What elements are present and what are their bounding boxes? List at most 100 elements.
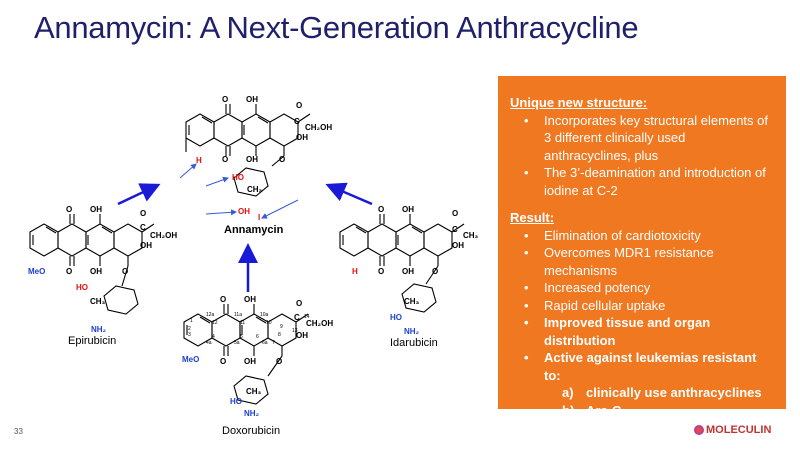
list-item: Active against leukemias resistant to: bbox=[510, 349, 774, 384]
page-number: 33 bbox=[14, 427, 23, 436]
doxorubicin-structure bbox=[183, 303, 309, 405]
svg-text:O: O bbox=[220, 357, 226, 366]
svg-text:OH: OH bbox=[238, 207, 250, 216]
svg-text:C: C bbox=[452, 225, 458, 234]
svg-text:C: C bbox=[294, 117, 300, 126]
svg-text:OH: OH bbox=[140, 241, 152, 250]
list-item: Rapid cellular uptake bbox=[510, 297, 774, 315]
svg-text:12: 12 bbox=[212, 320, 218, 326]
list-item: Overcomes MDR1 resistance mechanisms bbox=[510, 244, 774, 279]
svg-text:MeO: MeO bbox=[28, 267, 45, 276]
logo-icon bbox=[694, 425, 704, 436]
svg-text:13: 13 bbox=[292, 328, 298, 334]
svg-text:NH₂: NH₂ bbox=[244, 409, 260, 418]
result-heading: Result: bbox=[510, 210, 555, 225]
svg-text:CH₃: CH₃ bbox=[246, 387, 262, 396]
structure-heading: Unique new structure: bbox=[510, 95, 648, 110]
sub-list-item: b)Ara-C bbox=[562, 402, 622, 418]
list-item: Increased potency bbox=[510, 279, 774, 297]
svg-text:O: O bbox=[432, 267, 438, 276]
svg-text:O: O bbox=[296, 101, 302, 110]
epirubicin-label: Epirubicin bbox=[68, 335, 116, 347]
annamycin-structure bbox=[185, 103, 311, 197]
svg-text:11: 11 bbox=[240, 320, 245, 326]
svg-text:C: C bbox=[294, 313, 300, 322]
svg-text:C: C bbox=[140, 223, 146, 232]
svg-text:1: 1 bbox=[190, 318, 193, 324]
structure-list: Incorporates key structural elements of … bbox=[510, 112, 774, 200]
svg-text:12a: 12a bbox=[206, 312, 215, 318]
svg-text:HO: HO bbox=[232, 173, 244, 182]
svg-text:9: 9 bbox=[280, 324, 283, 330]
svg-text:CH₃: CH₃ bbox=[247, 185, 263, 194]
svg-text:NH₂: NH₂ bbox=[91, 325, 107, 334]
svg-text:OH: OH bbox=[244, 357, 256, 366]
idarubicin-label: Idarubicin bbox=[390, 337, 438, 349]
svg-text:O: O bbox=[279, 155, 285, 164]
idarubicin-structure bbox=[339, 213, 465, 313]
svg-text:5: 5 bbox=[240, 334, 243, 340]
annamycin-label: Annamycin bbox=[224, 224, 284, 236]
list-item: Incorporates key structural elements of … bbox=[510, 112, 774, 165]
svg-text:CH₂OH: CH₂OH bbox=[150, 231, 177, 240]
list-item: Elimination of cardiotoxicity bbox=[510, 227, 774, 245]
svg-text:2: 2 bbox=[188, 326, 191, 332]
svg-text:8: 8 bbox=[278, 332, 281, 338]
resistance-sublist: a)clinically use anthracyclines b)Ara-C … bbox=[510, 384, 774, 437]
svg-text:O: O bbox=[220, 295, 226, 304]
epirubicin-structure bbox=[29, 213, 155, 315]
svg-text:MeO: MeO bbox=[182, 355, 199, 364]
svg-text:OH: OH bbox=[296, 133, 308, 142]
svg-text:CH₂OH: CH₂OH bbox=[305, 123, 332, 132]
list-item: Improved tissue and organ distribution bbox=[510, 314, 774, 349]
info-box: Unique new structure: Incorporates key s… bbox=[498, 76, 786, 435]
doxorubicin-numbering: 12a 12 11a 11 10a 10 14 13 9 8 7 6a 6 5a… bbox=[188, 312, 310, 346]
svg-text:14: 14 bbox=[304, 314, 310, 320]
svg-text:7: 7 bbox=[272, 340, 275, 346]
svg-text:4a: 4a bbox=[206, 340, 212, 346]
svg-text:OH: OH bbox=[452, 241, 464, 250]
svg-text:HO: HO bbox=[76, 283, 88, 292]
svg-text:O: O bbox=[122, 267, 128, 276]
svg-text:NH₂: NH₂ bbox=[404, 327, 420, 336]
svg-text:O: O bbox=[378, 267, 384, 276]
svg-text:OH: OH bbox=[90, 267, 102, 276]
svg-text:OH: OH bbox=[246, 95, 258, 104]
svg-text:CH₂OH: CH₂OH bbox=[306, 319, 333, 328]
svg-text:O: O bbox=[276, 357, 282, 366]
svg-text:O: O bbox=[222, 155, 228, 164]
svg-text:4: 4 bbox=[212, 334, 215, 340]
svg-text:O: O bbox=[378, 205, 384, 214]
svg-text:OH: OH bbox=[296, 331, 308, 340]
svg-text:6: 6 bbox=[256, 334, 259, 340]
svg-text:CH₃: CH₃ bbox=[463, 231, 479, 240]
svg-text:3: 3 bbox=[188, 332, 191, 338]
svg-text:OH: OH bbox=[402, 267, 414, 276]
svg-text:O: O bbox=[140, 209, 146, 218]
svg-text:HO: HO bbox=[390, 313, 402, 322]
svg-text:10a: 10a bbox=[260, 312, 269, 318]
svg-text:O: O bbox=[222, 95, 228, 104]
svg-text:O: O bbox=[296, 299, 302, 308]
svg-text:H: H bbox=[352, 267, 358, 276]
slide-title: Annamycin: A Next-Generation Anthracycli… bbox=[34, 10, 639, 45]
svg-text:H: H bbox=[196, 156, 202, 165]
svg-text:O: O bbox=[66, 205, 72, 214]
svg-text:OH: OH bbox=[246, 155, 258, 164]
svg-text:CH₃: CH₃ bbox=[90, 297, 106, 306]
doxorubicin-label: Doxorubicin bbox=[222, 425, 280, 437]
svg-text:OH: OH bbox=[402, 205, 414, 214]
svg-text:HO: HO bbox=[230, 397, 242, 406]
svg-text:O: O bbox=[452, 209, 458, 218]
svg-text:OH: OH bbox=[244, 295, 256, 304]
svg-text:I: I bbox=[258, 213, 260, 222]
sub-list-item: a)clinically use anthracyclines bbox=[562, 385, 762, 400]
svg-text:6a: 6a bbox=[262, 340, 268, 346]
moleculin-logo: MOLECULIN bbox=[694, 424, 771, 436]
svg-text:OH: OH bbox=[90, 205, 102, 214]
svg-text:O: O bbox=[66, 267, 72, 276]
svg-text:11a: 11a bbox=[234, 312, 242, 318]
result-list: Elimination of cardiotoxicity Overcomes … bbox=[510, 227, 774, 385]
sub-list-item: c)Venetoclax bbox=[562, 420, 654, 435]
list-item: The 3’-deamination and introduction of i… bbox=[510, 164, 774, 199]
